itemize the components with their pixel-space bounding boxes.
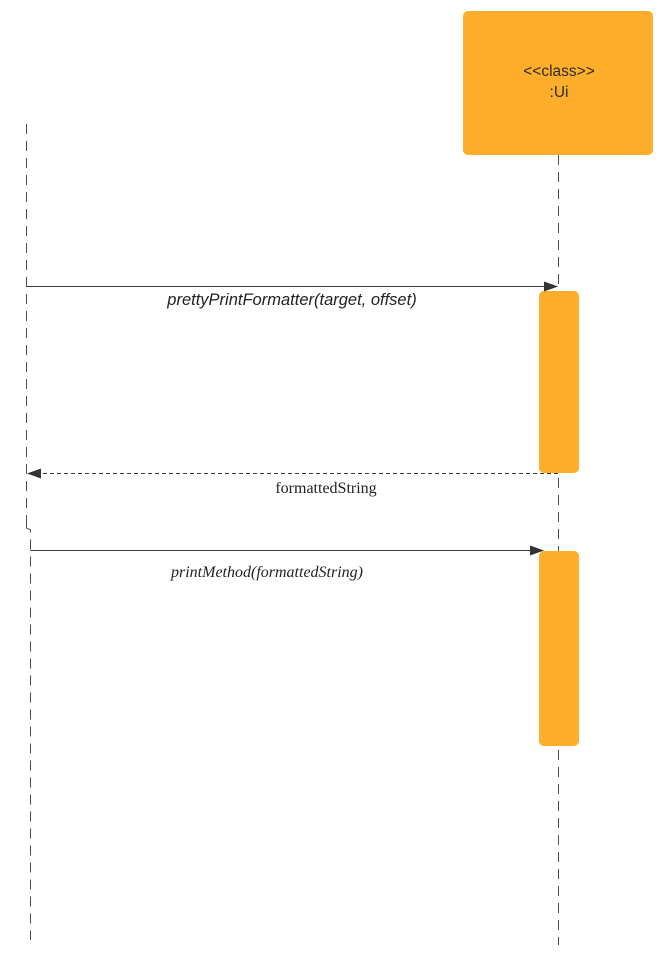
activation-bar-1 [539, 291, 579, 473]
ui-participant-box [463, 11, 653, 155]
message-pretty-print-formatter: prettyPrintFormatter(target, offset) [26, 281, 558, 309]
ui-participant-stereotype: <<class>> [523, 63, 595, 80]
return-label: formattedString [275, 480, 376, 497]
caller-lifeline [26, 124, 31, 940]
ui-participant: <<class>> :Ui [463, 11, 653, 155]
activation-bar-2 [539, 551, 579, 746]
message-print-method: printMethod(formattedString) [30, 545, 544, 581]
message-label: prettyPrintFormatter(target, offset) [166, 291, 416, 309]
ui-participant-name: :Ui [550, 84, 569, 101]
message-label: printMethod(formattedString) [170, 564, 363, 581]
message-formatted-string-return: formattedString [27, 468, 558, 497]
